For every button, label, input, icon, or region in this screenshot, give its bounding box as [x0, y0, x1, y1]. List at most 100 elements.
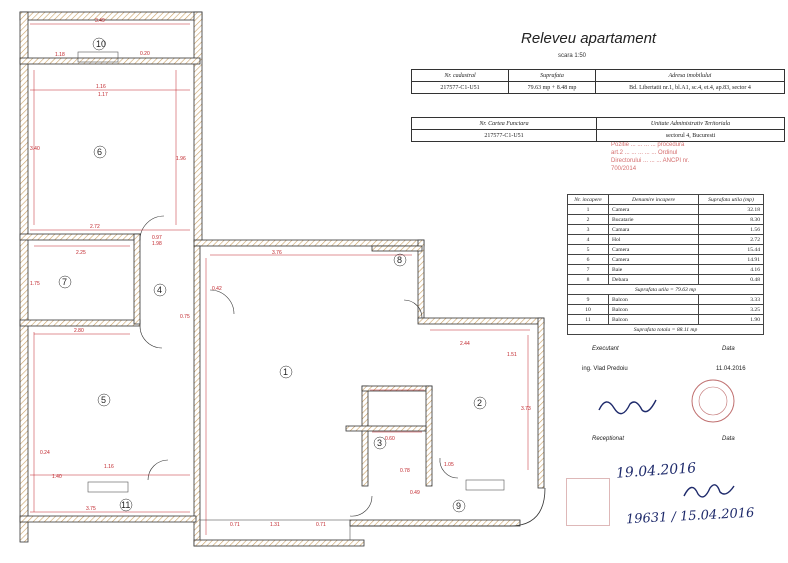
- table-header: Denumire incapere: [608, 194, 699, 205]
- table-cell: 11: [567, 314, 609, 325]
- signature-graphic: [598, 399, 657, 415]
- approval-stamp: Pozitie ... ... ... ... procedura art.2 …: [611, 142, 690, 172]
- table-cell: 0.48: [698, 274, 764, 285]
- registry-stamp: [566, 478, 610, 526]
- svg-text:1.18: 1.18: [55, 52, 65, 58]
- svg-text:1.51: 1.51: [507, 352, 517, 358]
- svg-text:3.75: 3.75: [86, 506, 96, 512]
- svg-text:0.20: 0.20: [140, 51, 150, 57]
- receiver-label: Receptionat: [592, 436, 625, 442]
- table-cell: 79.63 mp + 8.48 mp: [508, 81, 596, 94]
- table-cell: Balcon: [608, 294, 699, 305]
- table-cell: 8.30: [698, 214, 764, 225]
- table-header: Suprafata: [508, 69, 596, 82]
- table-cell: Debara: [608, 274, 699, 285]
- svg-text:0.49: 0.49: [410, 490, 420, 496]
- table-cell: Camera: [608, 244, 699, 255]
- cadastral-table: Nr. cadastral Suprafata Adresa imobilulu…: [411, 69, 785, 94]
- svg-text:8: 8: [397, 255, 402, 265]
- svg-text:3.40: 3.40: [30, 146, 40, 152]
- svg-text:7: 7: [62, 277, 67, 287]
- table-cell: 3.25: [698, 304, 764, 315]
- table-cell: 15.44: [698, 244, 764, 255]
- svg-text:1: 1: [283, 367, 288, 377]
- executant-date: 11.04.2016: [716, 366, 746, 372]
- land-table: Nr. Cartea Funciara Unitate Administrati…: [411, 117, 785, 142]
- svg-text:3.73: 3.73: [521, 406, 531, 412]
- svg-text:0.24: 0.24: [40, 450, 50, 456]
- svg-text:1.05: 1.05: [444, 462, 454, 468]
- table-header: Suprafata utila (mp): [698, 194, 764, 205]
- table-cell: 2.72: [698, 234, 764, 245]
- svg-text:0.71: 0.71: [230, 522, 240, 528]
- svg-text:0.60: 0.60: [385, 436, 395, 442]
- table-header: Nr. Cartea Funciara: [411, 117, 597, 130]
- date-label: Data: [722, 346, 735, 352]
- table-cell: 32.18: [698, 204, 764, 215]
- svg-text:2.72: 2.72: [90, 224, 100, 230]
- table-cell: Balcon: [608, 304, 699, 315]
- table-cell: Camera: [608, 204, 699, 215]
- walls: [19, 11, 545, 547]
- svg-text:1.17: 1.17: [98, 92, 108, 98]
- table-cell: 3.33: [698, 294, 764, 305]
- table-cell: 4.16: [698, 264, 764, 275]
- svg-text:2.80: 2.80: [74, 328, 84, 334]
- svg-text:0.42: 0.42: [212, 286, 222, 292]
- executant-name: ing. Vlad Predoiu: [582, 366, 628, 372]
- table-cell: 217577-C1-U51: [411, 129, 597, 142]
- svg-text:9: 9: [456, 501, 461, 511]
- receiver-date-label: Data: [722, 436, 735, 442]
- table-cell: 1: [567, 204, 609, 215]
- svg-text:3.76: 3.76: [272, 250, 282, 256]
- table-header: Nr. incapere: [567, 194, 609, 205]
- table-cell: 5: [567, 244, 609, 255]
- svg-text:6: 6: [97, 147, 102, 157]
- table-row: Suprafata utila = 79.63 mp: [567, 284, 764, 295]
- svg-text:2.44: 2.44: [460, 341, 470, 347]
- floor-plan: 3.49 1.18 0.20 1.16 1.17 2.72 0.97 1.98 …: [19, 11, 546, 547]
- table-cell: Balcon: [608, 314, 699, 325]
- table-cell: Camera: [608, 254, 699, 265]
- svg-text:2.25: 2.25: [76, 250, 86, 256]
- table-cell: 3: [567, 224, 609, 235]
- svg-text:1.75: 1.75: [30, 281, 40, 287]
- rooms-table: Nr. incapere Denumire incapere Suprafata…: [567, 194, 764, 335]
- svg-text:11: 11: [121, 500, 130, 510]
- table-cell: 2: [567, 214, 609, 225]
- page-title: Releveu apartament: [521, 30, 657, 47]
- svg-text:3: 3: [377, 438, 382, 448]
- svg-text:3.49: 3.49: [95, 18, 105, 24]
- table-cell: 217577-C1-U51: [411, 81, 509, 94]
- receiver-signature: [683, 484, 735, 498]
- table-cell: 7: [567, 264, 609, 275]
- table-cell: 9: [567, 294, 609, 305]
- handwritten-registration: 19631 / 15.04.2016: [625, 505, 755, 528]
- table-cell: Baie: [608, 264, 699, 275]
- scale-label: scara 1:50: [558, 53, 587, 59]
- table-cell: Camara: [608, 224, 699, 235]
- svg-text:1.96: 1.96: [176, 156, 186, 162]
- table-cell: 4: [567, 234, 609, 245]
- table-cell: 1.56: [698, 224, 764, 235]
- svg-text:2: 2: [477, 398, 482, 408]
- table-header: Nr. cadastral: [411, 69, 509, 82]
- svg-text:0.78: 0.78: [400, 468, 410, 474]
- grand-total: Suprafata totala = 88.11 mp: [567, 324, 764, 335]
- svg-text:1.31: 1.31: [270, 522, 280, 528]
- table-cell: Bd. Libertatii nr.1, bl.A1, sc.4, et.4, …: [595, 81, 785, 94]
- table-row: Suprafata totala = 88.11 mp: [567, 324, 764, 335]
- table-cell: 6: [567, 254, 609, 265]
- table-cell: 1.90: [698, 314, 764, 325]
- table-cell: 8: [567, 274, 609, 285]
- table-header: Unitate Administrativ Teritoriala: [596, 117, 785, 130]
- svg-text:0.97: 0.97: [152, 235, 162, 241]
